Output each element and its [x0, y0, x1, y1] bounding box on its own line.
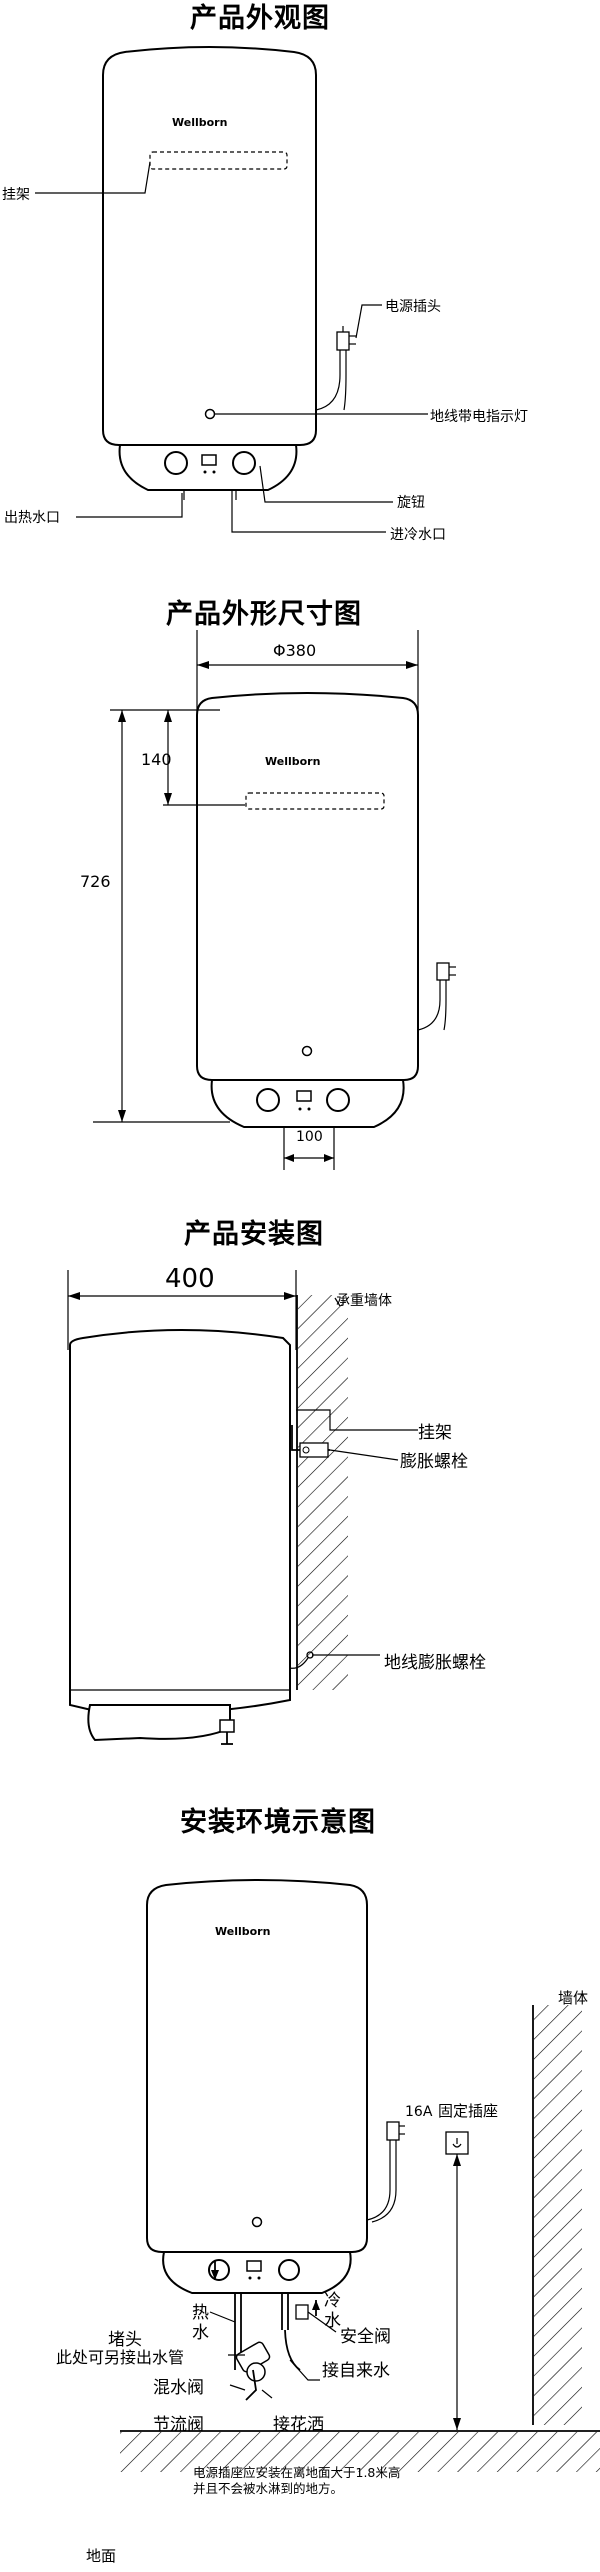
dim-diameter: Φ380 — [273, 641, 317, 660]
label-socket-rating: 16A — [405, 2104, 433, 2120]
hanger-outline — [149, 151, 288, 170]
label-hot-2: 水 — [192, 2323, 209, 2343]
label-cold-2: 水 — [324, 2311, 341, 2331]
dim-depth: 400 — [165, 1264, 215, 1294]
label-power-plug: 电源插头 — [385, 299, 441, 315]
label-wall: 墙体 — [558, 1989, 589, 2007]
brand-logo-1: Wellborn — [172, 116, 228, 129]
label-ground-bolt: 地线膨胀螺栓 — [384, 1653, 486, 1673]
label-alt-outlet: 此处可另接出水管 — [56, 2348, 185, 2367]
label-expansion-bolt: 膨胀螺栓 — [400, 1452, 468, 1472]
label-knob: 旋钮 — [397, 495, 425, 511]
section4-title: 安装环境示意图 — [180, 1807, 376, 1838]
dim-top-offset: 140 — [141, 750, 172, 769]
appearance-diagram — [35, 46, 428, 533]
note-line-1: 电源插座应安装在离地面大于1.8米高 — [193, 2465, 401, 2480]
section2-title: 产品外形尺寸图 — [166, 599, 362, 630]
label-cold-water-inlet: 进冷水口 — [390, 527, 446, 543]
label-mixing-valve: 混水阀 — [153, 2378, 204, 2398]
label-hot-1: 热 — [192, 2303, 209, 2323]
dim-pipe-spacing: 100 — [296, 1129, 323, 1145]
label-cold-1: 冷 — [324, 2291, 341, 2311]
label-hot-water-outlet: 出热水口 — [4, 510, 60, 526]
label-ground: 地面 — [86, 2547, 117, 2565]
bottom-cap — [118, 444, 298, 491]
brand-logo-4: Wellborn — [215, 1925, 271, 1938]
label-safety-valve: 安全阀 — [340, 2327, 391, 2347]
indicator-light — [204, 408, 216, 420]
right-wall-hatch — [534, 2005, 582, 2425]
heater-tank — [102, 46, 317, 446]
label-ground-indicator: 地线带电指示灯 — [430, 409, 528, 425]
installation-diagram — [67, 1270, 418, 1745]
note-line-2: 并且不会被水淋到的地方。 — [193, 2481, 344, 2496]
label-shower: 接花洒 — [273, 2415, 324, 2435]
dim-height: 726 — [80, 872, 111, 891]
heater-tank-4 — [146, 1879, 368, 2253]
display-panel — [201, 454, 217, 466]
label-hanger-2: 挂架 — [418, 1423, 452, 1443]
heater-tank-2 — [196, 692, 419, 1081]
environment-diagram — [120, 1879, 600, 2472]
dimension-diagram — [93, 630, 456, 1170]
brand-logo-2: Wellborn — [265, 755, 321, 768]
label-load-bearing-wall: 承重墙体 — [336, 1293, 392, 1309]
heater-side — [69, 1329, 291, 1715]
label-throttle-valve: 节流阀 — [153, 2415, 204, 2435]
label-plug: 堵头 — [108, 2330, 142, 2350]
wall-hatch — [298, 1295, 348, 1690]
power-plug-icon — [336, 331, 350, 351]
section3-title: 产品安装图 — [184, 1219, 324, 1250]
right-knob — [232, 451, 256, 475]
label-hanger-1: 挂架 — [2, 187, 30, 203]
section1-title: 产品外观图 — [190, 3, 330, 34]
label-tap-water: 接自来水 — [322, 2361, 390, 2381]
label-fixed-socket: 固定插座 — [438, 2102, 499, 2120]
left-knob — [164, 451, 188, 475]
